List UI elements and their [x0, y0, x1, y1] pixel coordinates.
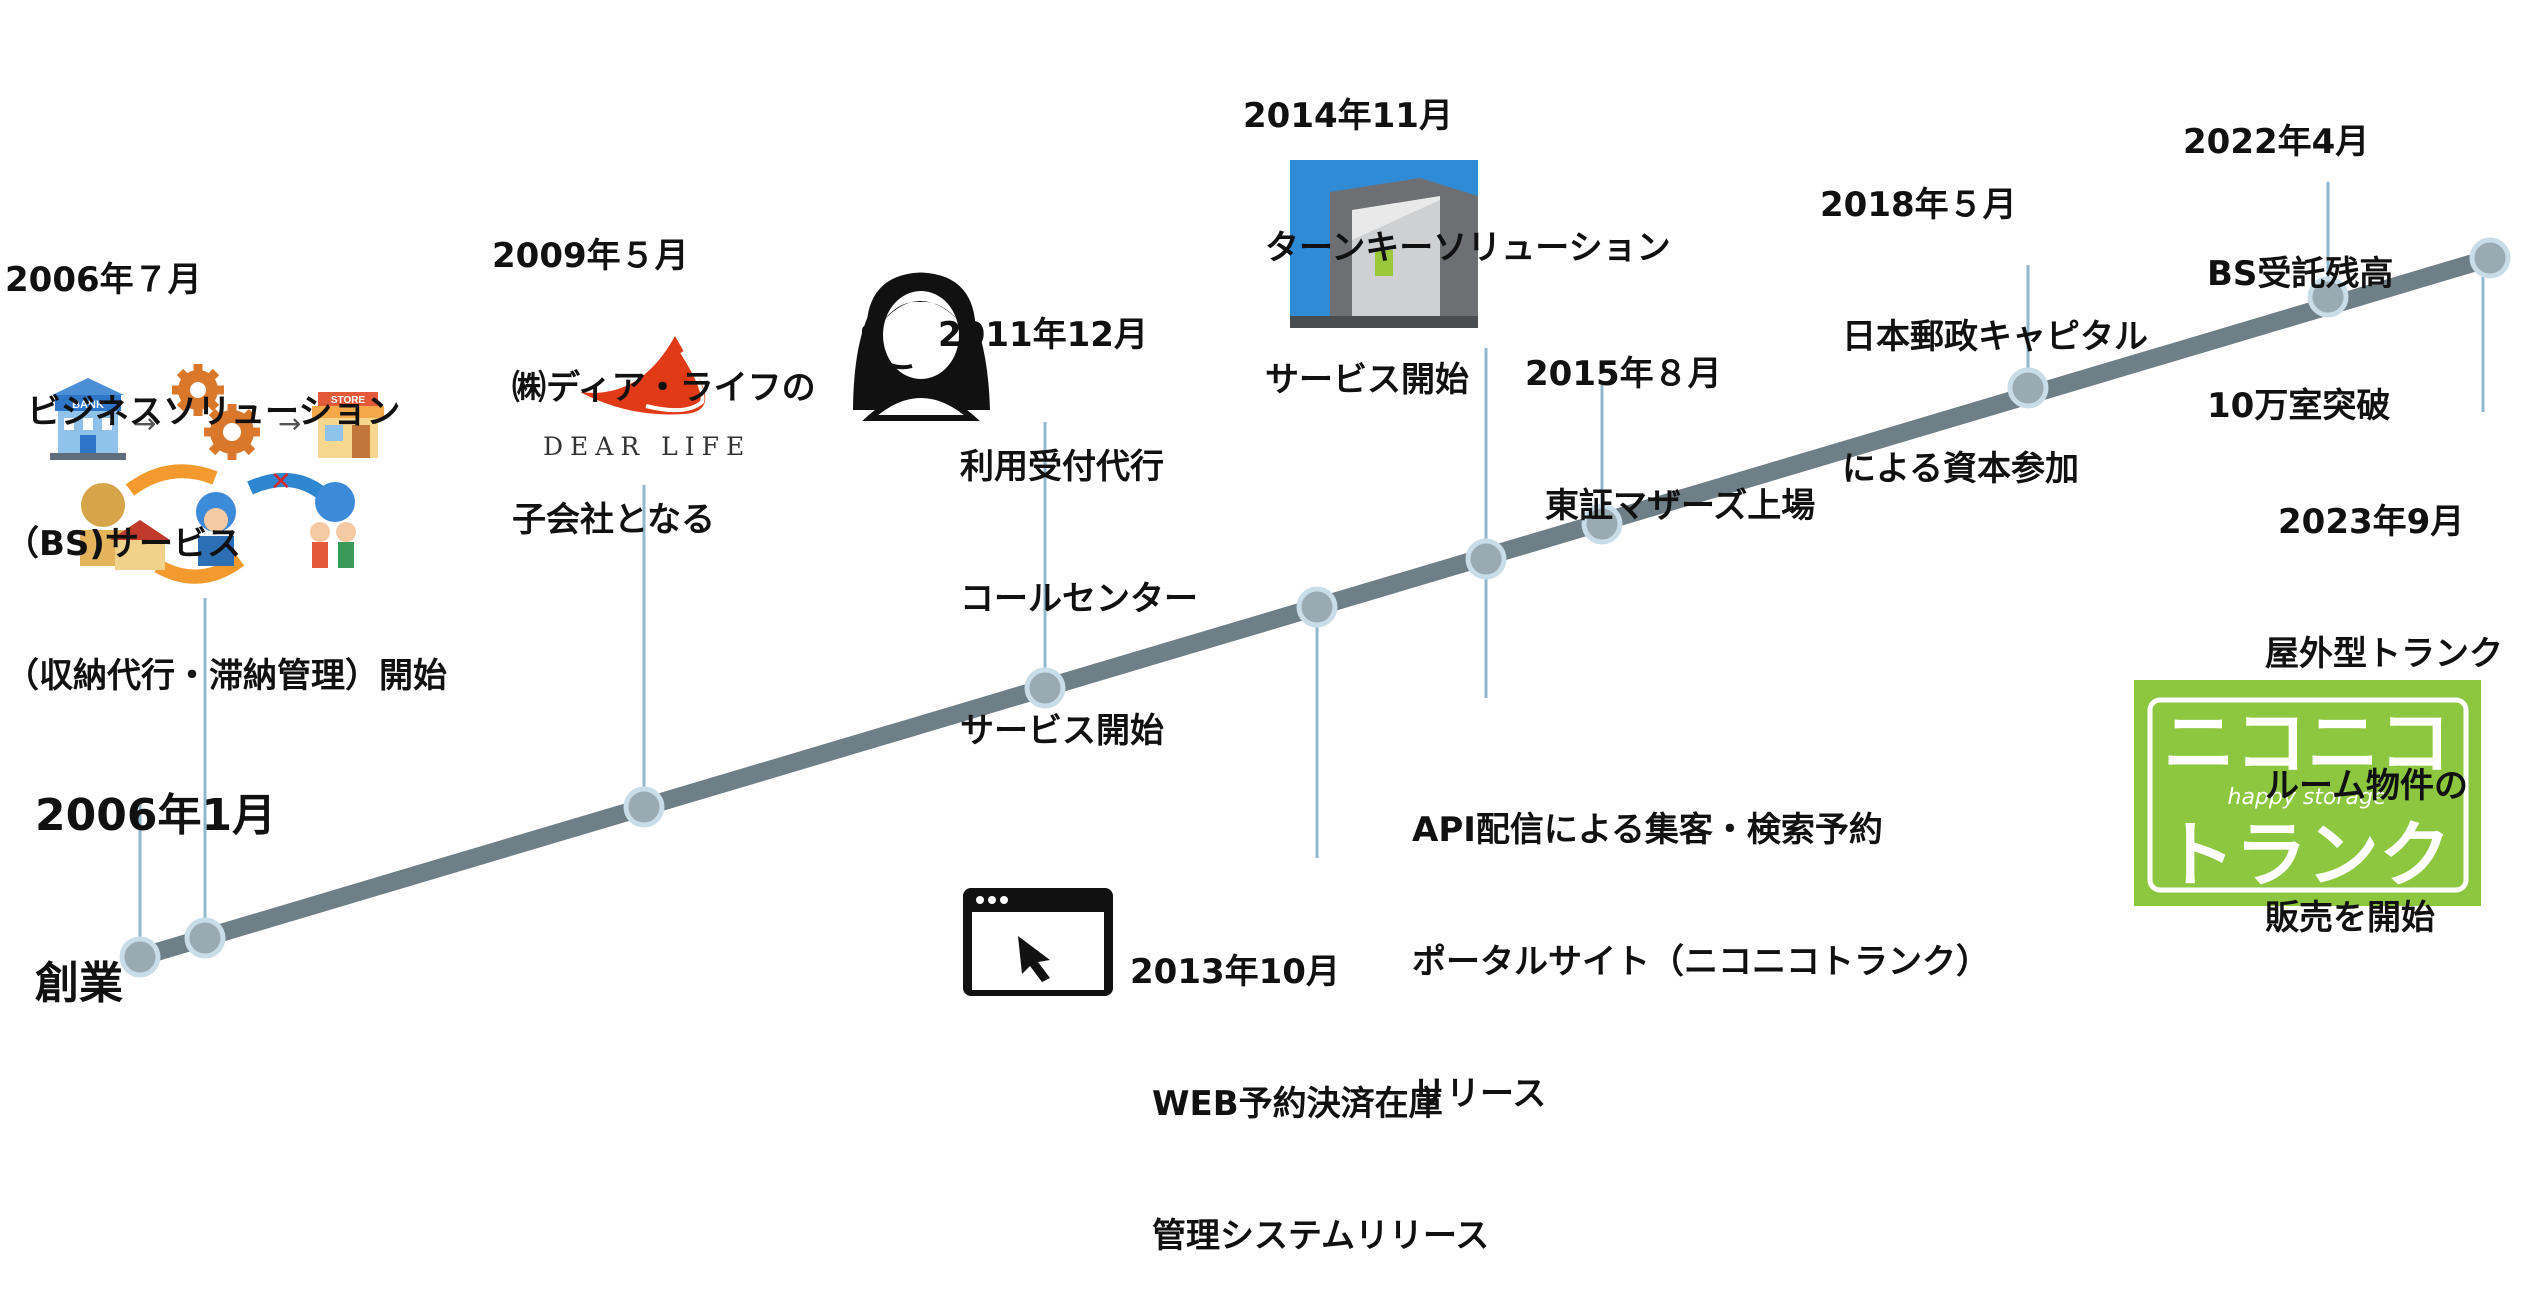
node-2013-10	[1296, 586, 1338, 628]
node-2006-01	[119, 936, 161, 978]
event-2006-07-line1: ビジネスソリューション	[27, 392, 401, 432]
event-2015-08-line1: 東証マザーズ上場	[1545, 486, 1816, 526]
niconico-logo-top-text: ニコニコ	[2163, 701, 2451, 785]
api-release-line1: API配信による集客・検索予約	[1412, 810, 1883, 850]
event-2015-08-label: 2015年８月 東証マザーズ上場	[1525, 264, 1815, 572]
niconico-logo-mid-text: happy storage	[2228, 785, 2387, 810]
building-photo	[1290, 160, 1478, 328]
event-2013-10-date: 2013年10月	[1130, 952, 1340, 992]
event-2023-09-label: 2023年9月 屋外型トランク ルーム物件の 販売を開始	[2265, 412, 2503, 984]
api-release-line3: リリース	[1412, 1074, 1547, 1114]
arrow-icon: →	[133, 407, 156, 440]
dear-life-logo	[580, 336, 706, 415]
node-2011-12	[1024, 667, 1066, 709]
event-2006-07-line3: （収納代行・滞納管理）開始	[5, 656, 447, 696]
node-2006-07	[184, 917, 226, 959]
manager-figure-icon	[196, 492, 236, 566]
event-2006-07-date: 2006年７月	[5, 260, 202, 300]
bank-icon: BANK	[50, 378, 126, 460]
event-2023-09-line1: 屋外型トランク	[2265, 634, 2503, 674]
timeline-diagram: BANK →	[50, 160, 2511, 996]
event-2013-10-line2: 管理システムリリース	[1152, 1216, 1490, 1256]
node-2015-08	[1581, 503, 1623, 545]
arrow-icon: →	[278, 407, 301, 440]
web-window-icon	[963, 888, 1113, 996]
event-2018-05-line1: 日本郵政キャピタル	[1842, 317, 2148, 357]
event-2011-12-date: 2011年12月	[938, 315, 1148, 355]
event-2009-05-line1: ㈱ディア・ライフの	[512, 368, 816, 408]
event-2022-04-line2: 10万室突破	[2207, 386, 2391, 426]
event-2006-07-line2: （BS)サービス	[5, 524, 241, 564]
bs-flow-illustration: BANK →	[50, 364, 384, 460]
node-2009-05	[623, 786, 665, 828]
connector-lines	[138, 182, 2485, 952]
event-2014-11-line2: サービス開始	[1265, 360, 1469, 400]
event-2018-05-date: 2018年５月	[1820, 185, 2017, 225]
niconico-trunk-logo: ニコニコ happy storage トランク	[2134, 680, 2481, 906]
event-2009-05-line2: 子会社となる	[512, 500, 715, 540]
event-2006-07-label: 2006年７月 ビジネスソリューション （BS)サービス （収納代行・滞納管理）…	[5, 170, 447, 742]
store-label: STORE	[331, 395, 366, 406]
owner-figure-icon	[80, 483, 170, 570]
event-2009-05-label: 2009年５月 ㈱ディア・ライフの 子会社となる	[492, 146, 816, 586]
event-2006-01-line1: 創業	[35, 958, 123, 1009]
event-2006-01-date: 2006年1月	[35, 790, 277, 841]
event-2011-12-line3: サービス開始	[960, 711, 1164, 751]
bs-people-illustration: ✕	[80, 464, 356, 584]
event-2023-09-date: 2023年9月	[2278, 502, 2465, 542]
event-2011-12-label: 2011年12月 利用受付代行 コールセンター サービス開始	[938, 225, 1198, 797]
event-2018-05-line2: による資本参加	[1842, 449, 2079, 489]
node-2018-05	[2007, 367, 2049, 409]
event-2023-09-line3: 販売を開始	[2265, 898, 2435, 938]
event-2011-12-line1: 利用受付代行	[960, 447, 1164, 487]
timeline-nodes	[119, 237, 2511, 978]
event-2006-01-label: 2006年1月 創業	[35, 676, 276, 1068]
event-2014-11-line1: ターンキーソリューション	[1265, 228, 1671, 268]
event-2023-09-line2: ルーム物件の	[2265, 766, 2468, 806]
api-release-label: API配信による集客・検索予約 ポータルサイト（ニコニコトランク） リリース	[1412, 720, 1990, 1160]
store-icon: STORE	[312, 392, 384, 458]
event-2011-12-line2: コールセンター	[960, 579, 1198, 619]
node-2022-04	[2307, 276, 2349, 318]
event-2022-04-line1: BS受託残高	[2207, 254, 2394, 294]
event-2022-04-label: 2022年4月 BS受託残高 10万室突破	[2183, 32, 2393, 472]
gears-icon	[172, 364, 260, 460]
operator-icon	[853, 272, 990, 421]
dear-life-wordmark: DEAR LIFE	[543, 432, 752, 461]
event-2014-11-label: 2014年11月 ターンキーソリューション サービス開始	[1243, 6, 1671, 446]
node-2014-11	[1465, 538, 1507, 580]
cross-icon: ✕	[270, 467, 292, 497]
tenant-figure-icon	[310, 482, 356, 568]
node-2023-09	[2469, 237, 2511, 279]
api-release-line2: ポータルサイト（ニコニコトランク）	[1412, 942, 1990, 982]
event-2022-04-date: 2022年4月	[2183, 122, 2370, 162]
niconico-logo-bottom-text: トランク	[2163, 813, 2451, 897]
event-2015-08-date: 2015年８月	[1525, 354, 1722, 394]
event-2009-05-date: 2009年５月	[492, 236, 689, 276]
event-2018-05-label: 2018年５月 日本郵政キャピタル による資本参加	[1820, 95, 2148, 535]
event-2014-11-date: 2014年11月	[1243, 96, 1453, 136]
bank-label: BANK	[72, 399, 104, 411]
